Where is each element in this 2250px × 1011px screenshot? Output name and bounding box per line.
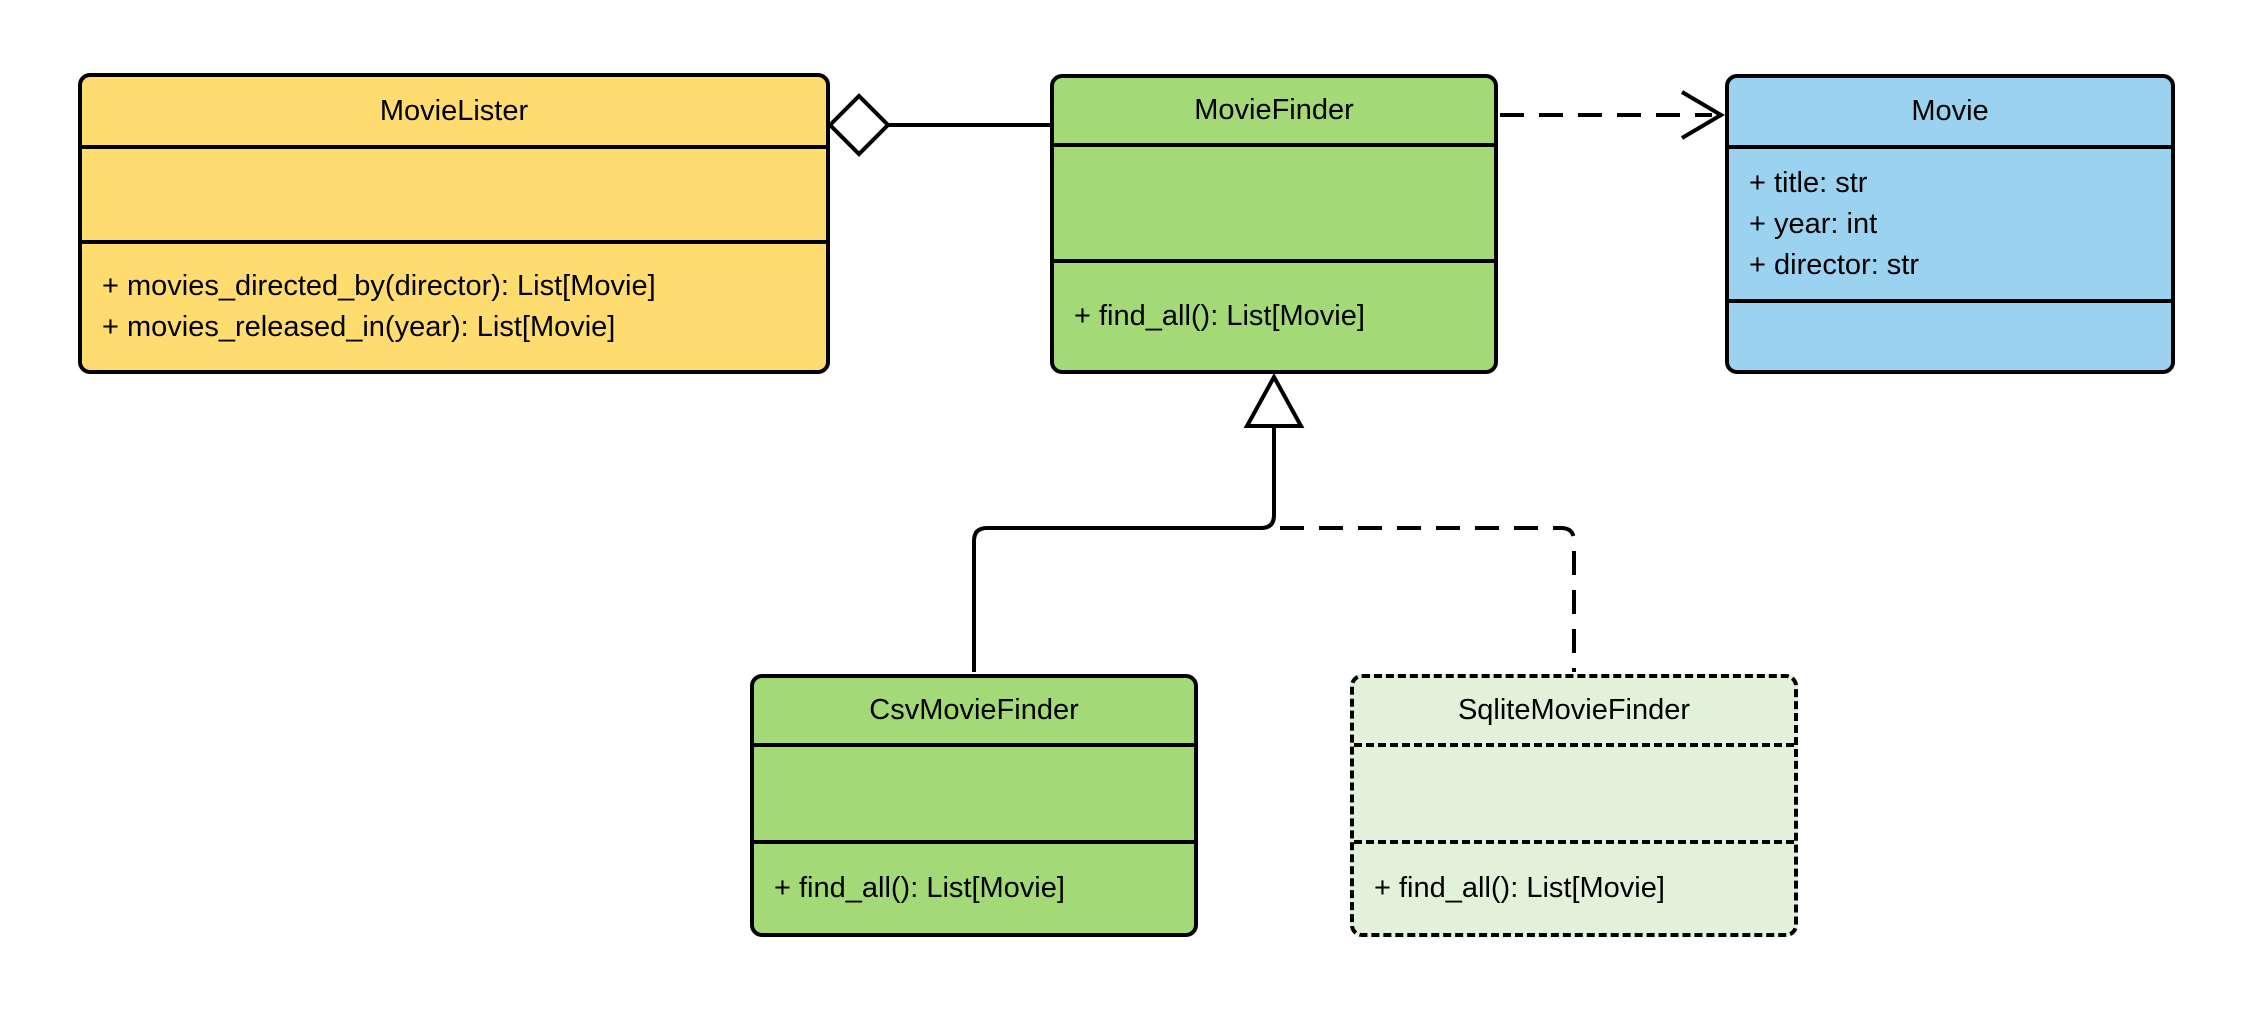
attribute-label: + year: int xyxy=(1749,207,1878,240)
dependency-open-arrowhead-icon xyxy=(1680,90,1725,140)
class-box-sqlitemoviefinder[interactable]: SqliteMovieFinder + find_all(): List[Mov… xyxy=(1350,674,1798,937)
class-title-movielister: MovieLister xyxy=(379,94,529,127)
class-attributes-movielister xyxy=(82,145,826,240)
class-methods-movie xyxy=(1729,299,2171,370)
generalization-dashed-branch xyxy=(1280,526,1576,672)
class-attributes-movie: + title: str + year: int + director: str xyxy=(1729,145,2171,299)
class-attributes-csvmoviefinder xyxy=(754,743,1194,840)
class-title-sqlitemoviefinder: SqliteMovieFinder xyxy=(1457,694,1691,726)
class-methods-movielister: + movies_directed_by(director): List[Mov… xyxy=(82,240,826,370)
method-label: + movies_directed_by(director): List[Mov… xyxy=(102,270,656,302)
method-label: + find_all(): List[Movie] xyxy=(1374,872,1665,904)
class-attributes-sqlitemoviefinder xyxy=(1354,743,1794,840)
class-box-csvmoviefinder[interactable]: CsvMovieFinder + find_all(): List[Movie] xyxy=(750,674,1198,937)
attribute-label: + director: str xyxy=(1749,248,1920,281)
class-box-movie[interactable]: Movie + title: str + year: int + directo… xyxy=(1725,74,2175,374)
generalization-triangle-icon xyxy=(1243,372,1305,428)
class-methods-sqlitemoviefinder: + find_all(): List[Movie] xyxy=(1354,840,1794,933)
method-label: + movies_released_in(year): List[Movie] xyxy=(102,311,616,343)
generalization-solid-branch xyxy=(972,424,1276,672)
class-title-csvmoviefinder: CsvMovieFinder xyxy=(869,694,1079,726)
class-title-moviefinder: MovieFinder xyxy=(1194,94,1354,126)
attribute-label: + title: str xyxy=(1749,166,1868,199)
aggregation-diamond-icon xyxy=(827,93,891,157)
method-label: + find_all(): List[Movie] xyxy=(1074,300,1365,332)
class-methods-csvmoviefinder: + find_all(): List[Movie] xyxy=(754,840,1194,933)
class-attributes-moviefinder xyxy=(1054,143,1494,259)
class-box-movielister[interactable]: MovieLister + movies_directed_by(directo… xyxy=(78,73,830,374)
class-title-movie: Movie xyxy=(1911,95,1989,127)
method-label: + find_all(): List[Movie] xyxy=(774,872,1065,904)
class-methods-moviefinder: + find_all(): List[Movie] xyxy=(1054,259,1494,370)
class-box-moviefinder[interactable]: MovieFinder + find_all(): List[Movie] xyxy=(1050,74,1498,374)
